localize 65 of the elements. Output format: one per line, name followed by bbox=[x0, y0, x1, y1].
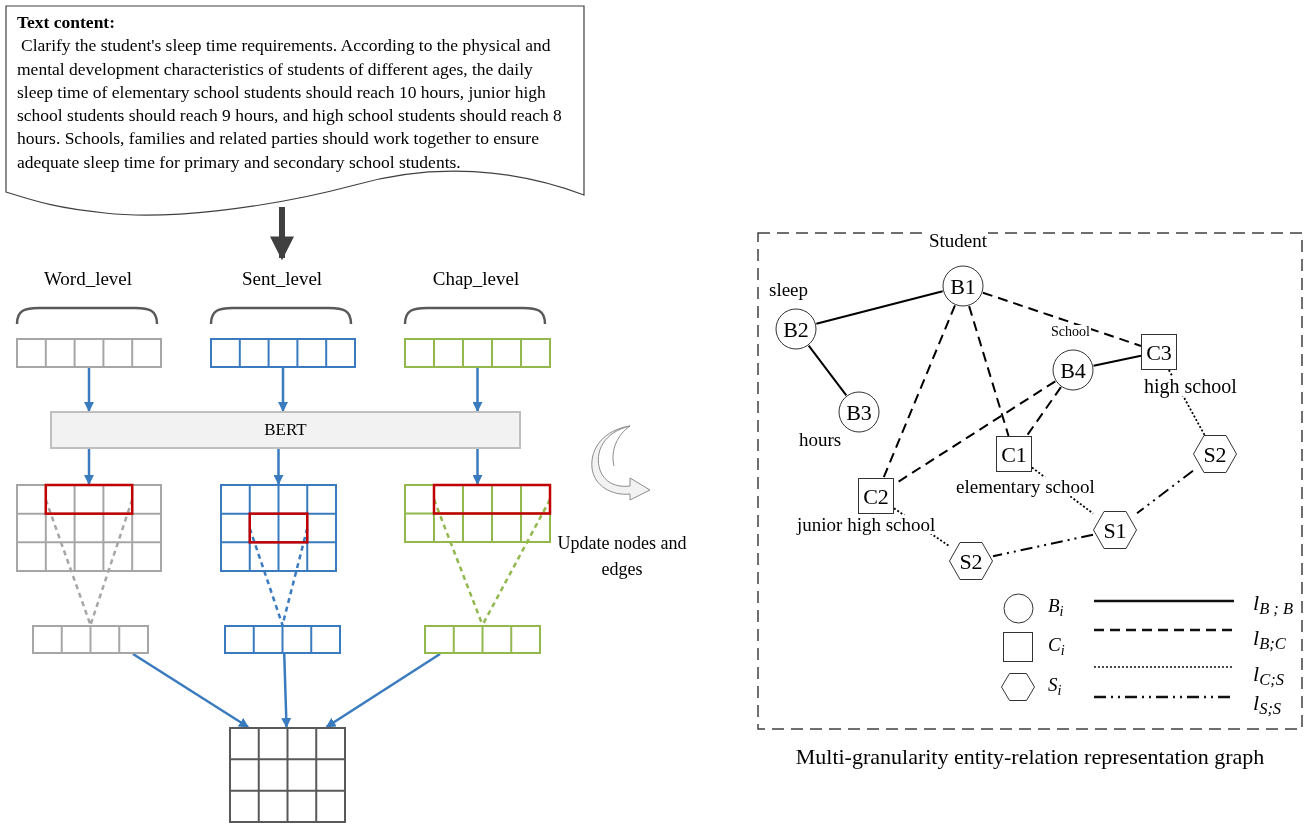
vector-bar bbox=[424, 625, 541, 654]
legend-text: S$_{i}$ bbox=[1048, 673, 1062, 697]
legend-text: l$_{B ; B}$ bbox=[1253, 590, 1294, 616]
update-label: Update nodes and edges bbox=[557, 532, 687, 581]
matrix-grid bbox=[16, 484, 162, 572]
circle-node: B3 bbox=[838, 391, 880, 433]
relation-line bbox=[992, 533, 1094, 558]
arrow bbox=[84, 368, 94, 412]
arrow bbox=[472, 449, 483, 485]
hexagon-node: S2 bbox=[1193, 435, 1237, 473]
relation-line bbox=[1025, 386, 1062, 437]
node-label: elementary school bbox=[955, 477, 1096, 496]
model-box: BERT bbox=[50, 411, 521, 449]
square-node: C1 bbox=[996, 436, 1032, 472]
circle-node: B4 bbox=[1052, 349, 1094, 391]
relation-line bbox=[815, 290, 944, 325]
hexagon-node: S1 bbox=[1093, 511, 1137, 549]
node-label: Student bbox=[928, 231, 989, 250]
node-label: hours bbox=[798, 430, 843, 449]
arrow bbox=[270, 207, 294, 261]
relation-line bbox=[1168, 369, 1206, 436]
legend-text: C$_{i}$ bbox=[1048, 633, 1065, 657]
relation-line bbox=[1092, 354, 1142, 367]
arrow bbox=[281, 653, 292, 728]
relation-line bbox=[981, 291, 1142, 347]
matrix-grid bbox=[229, 727, 346, 823]
circle-node: B1 bbox=[942, 265, 984, 307]
relation-line bbox=[968, 305, 1010, 437]
arrow bbox=[273, 449, 284, 485]
arrow bbox=[325, 652, 441, 729]
node-label: School bbox=[1050, 325, 1091, 339]
square-node: C2 bbox=[858, 478, 894, 514]
vector-bar bbox=[210, 338, 356, 368]
level-label: Word_level bbox=[28, 266, 148, 292]
node-label: sleep bbox=[768, 280, 810, 299]
relation-line bbox=[807, 344, 848, 397]
vector-bar bbox=[16, 338, 162, 368]
legend-text: l$_{S;S}$ bbox=[1253, 690, 1282, 716]
circle-node: B2 bbox=[775, 308, 817, 350]
arrow bbox=[84, 449, 94, 485]
node-label: high school bbox=[1143, 376, 1238, 396]
legend-text: B$_{i}$ bbox=[1048, 594, 1064, 618]
arrow bbox=[472, 368, 483, 412]
arrow bbox=[278, 368, 288, 412]
square-node: C3 bbox=[1141, 334, 1177, 370]
hexagon-node: S2 bbox=[949, 542, 993, 580]
document-shape bbox=[5, 5, 585, 217]
level-label: Sent_level bbox=[222, 266, 342, 292]
vector-bar bbox=[224, 625, 341, 654]
level-label: Chap_level bbox=[416, 266, 536, 292]
legend-text: l$_{B;C}$ bbox=[1253, 625, 1286, 651]
vector-bar bbox=[404, 338, 551, 368]
dashed-line bbox=[248, 527, 309, 627]
relation-line bbox=[882, 304, 956, 479]
arrow bbox=[132, 652, 249, 729]
dashed-line bbox=[44, 498, 134, 627]
matrix-grid bbox=[220, 484, 337, 572]
matrix-grid bbox=[404, 484, 551, 543]
document-paragraph: Clarify the student's sleep time requirements. According to the physical and mental development characteristics of students of different ages, the daily sleep time of elementary school students should reach 10 hours, junior high school students should reach 9 hours, and high school students should reach 8 hours. Schools, families and related parties should work together to ensure adequate sleep time for primary and secondary school students. bbox=[17, 34, 563, 174]
document-title: Text content: bbox=[17, 11, 117, 34]
relation-line bbox=[1136, 469, 1194, 515]
node-label: junior high school bbox=[796, 515, 937, 534]
legend-text: l$_{C;S}$ bbox=[1253, 661, 1284, 687]
vector-bar bbox=[32, 625, 149, 654]
graph-caption: Multi-granularity entity-relation representation graph bbox=[794, 743, 1266, 771]
